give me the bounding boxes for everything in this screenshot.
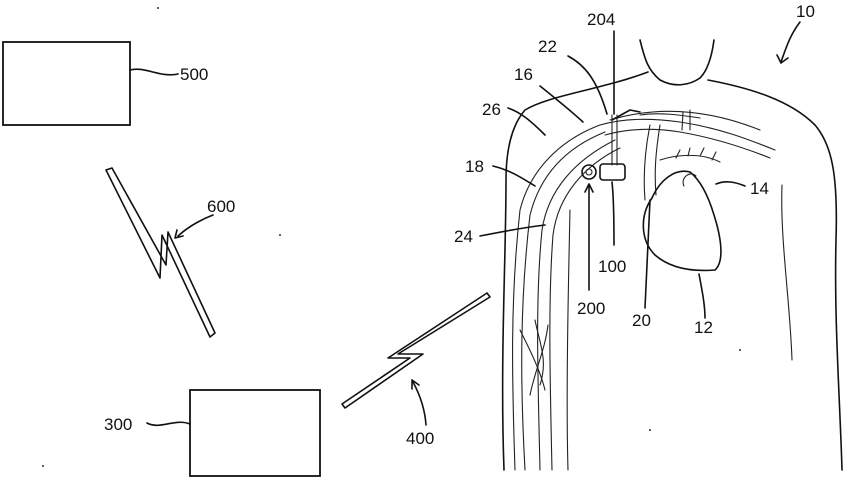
label-100: 100 (598, 257, 626, 276)
leader-10 (781, 22, 800, 62)
leader-600 (178, 215, 213, 236)
vein-network (513, 110, 775, 470)
label-200: 200 (577, 299, 605, 318)
implant-200: 200 (577, 165, 605, 318)
wireless-link-400: 400 (342, 293, 490, 448)
label-18: 18 (465, 157, 484, 176)
arrowhead-600 (175, 230, 183, 238)
leader-14 (716, 182, 745, 186)
label-204: 204 (587, 10, 615, 29)
leader-100 (612, 182, 614, 245)
patient-body-10: 10 (503, 2, 842, 470)
leader-12 (699, 274, 705, 318)
leader-400 (413, 382, 426, 425)
label-12: 12 (694, 318, 713, 337)
leader-24 (480, 225, 545, 236)
label-600: 600 (207, 197, 235, 216)
leader-22 (568, 56, 607, 114)
label-16: 16 (514, 65, 533, 84)
device-100: 100 (598, 164, 626, 276)
heart-12: 14 12 (643, 148, 769, 337)
catheter-lead (612, 110, 640, 165)
label-14: 14 (750, 179, 769, 198)
label-24: 24 (454, 227, 473, 246)
reference-labels: 204 22 16 26 18 24 20 (454, 10, 651, 330)
leader-500 (130, 69, 178, 75)
leader-16 (540, 86, 583, 122)
leader-18 (493, 166, 535, 186)
leader-300 (147, 422, 190, 425)
label-400: 400 (406, 429, 434, 448)
label-10: 10 (796, 2, 815, 21)
leader-20 (645, 200, 650, 308)
wireless-link-600: 600 (106, 168, 235, 337)
label-22: 22 (538, 37, 557, 56)
label-500: 500 (180, 65, 208, 84)
device-box-300: 300 (104, 390, 320, 476)
label-26: 26 (482, 100, 501, 119)
label-20: 20 (632, 311, 651, 330)
device-box-500: 500 (3, 42, 208, 125)
label-300: 300 (104, 415, 132, 434)
